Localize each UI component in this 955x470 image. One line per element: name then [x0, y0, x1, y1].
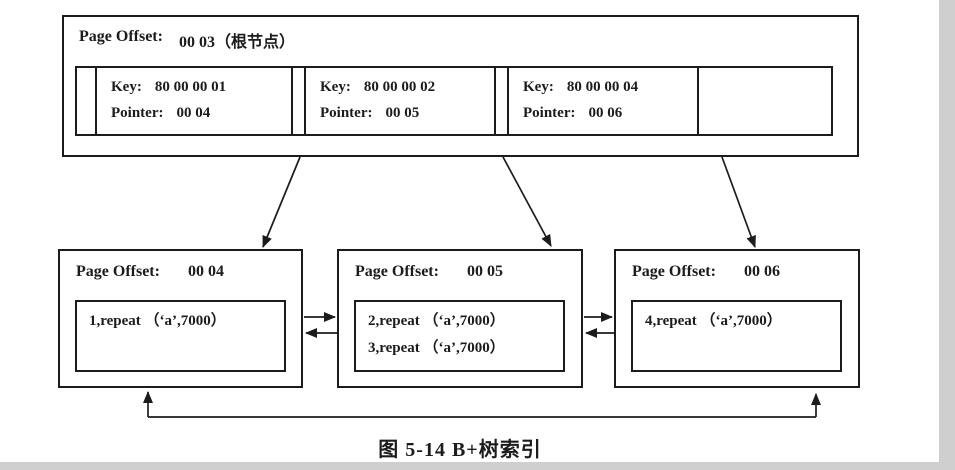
leaf-node-box-0004: Page Offset: 00 04 1,repeat （‘a’,7000） [58, 249, 303, 388]
pointer-slot [496, 68, 509, 134]
record-row: 2,repeat （‘a’,7000） [368, 313, 505, 329]
record-box: 2,repeat （‘a’,7000） 3,repeat （‘a’,7000） [354, 300, 565, 372]
leaf-page-offset-value: 00 05 [466, 263, 503, 280]
record-row: 1,repeat （‘a’,7000） [89, 313, 226, 329]
key-value: 80 00 00 02 [363, 79, 436, 95]
leaf-page-offset-label: Page Offset: [632, 263, 716, 280]
leaf-page-offset-label: Page Offset: [355, 263, 439, 280]
leaf-node-box-0005: Page Offset: 00 05 2,repeat （‘a’,7000） 3… [337, 249, 583, 388]
leaf-page-offset-value: 00 06 [743, 263, 780, 280]
leaf-page-offset-label: Page Offset: [76, 263, 160, 280]
empty-key-cell [699, 68, 831, 134]
key-cell-1: Key: 80 00 00 01 Pointer: 00 04 [97, 68, 293, 134]
scan-edge-bottom [0, 462, 955, 470]
root-page-offset-value: 00 03（根节点） [178, 34, 295, 51]
record-row: 3,repeat （‘a’,7000） [368, 340, 505, 356]
pointer-value: 00 04 [176, 105, 211, 121]
leaf-page-offset: Page Offset: 00 04 [76, 263, 224, 281]
pointer-label: Pointer: [320, 105, 373, 121]
root-page-offset-label: Page Offset: [79, 28, 163, 45]
root-to-leaf1-arrow [262, 156, 301, 248]
leaf-page-offset: Page Offset: 00 05 [355, 263, 503, 281]
pointer-slot [293, 68, 306, 134]
key-value: 80 00 00 01 [154, 79, 227, 95]
pointer-slot [77, 68, 97, 134]
root-to-leaf3-arrow [721, 156, 756, 248]
key-value: 80 00 00 04 [566, 79, 639, 95]
leaf-page-offset: Page Offset: 00 06 [632, 263, 780, 281]
key-label: Key: [320, 79, 351, 95]
record-box: 1,repeat （‘a’,7000） [75, 300, 286, 372]
key-label: Key: [111, 79, 142, 95]
pointer-label: Pointer: [523, 105, 576, 121]
root-node-box: Page Offset: 00 03（根节点） Key: 80 00 00 01… [62, 15, 859, 157]
key-cell-2: Key: 80 00 00 02 Pointer: 00 05 [306, 68, 496, 134]
leaf-node-box-0006: Page Offset: 00 06 4,repeat （‘a’,7000） [614, 249, 860, 388]
root-page-offset: Page Offset: 00 03（根节点） [79, 28, 295, 52]
pointer-value: 00 05 [385, 105, 420, 121]
pointer-value: 00 06 [588, 105, 623, 121]
pointer-label: Pointer: [111, 105, 164, 121]
scan-edge-right [939, 0, 955, 470]
record-row: 4,repeat （‘a’,7000） [645, 313, 782, 329]
record-box: 4,repeat （‘a’,7000） [631, 300, 842, 372]
figure-caption: 图 5-14 B+树索引 [378, 439, 542, 461]
leaf-page-offset-value: 00 04 [187, 263, 224, 280]
key-cell-3: Key: 80 00 00 04 Pointer: 00 06 [509, 68, 699, 134]
root-key-row: Key: 80 00 00 01 Pointer: 00 04 Key: 80 … [75, 66, 833, 136]
root-to-leaf2-arrow [502, 156, 552, 247]
key-label: Key: [523, 79, 554, 95]
